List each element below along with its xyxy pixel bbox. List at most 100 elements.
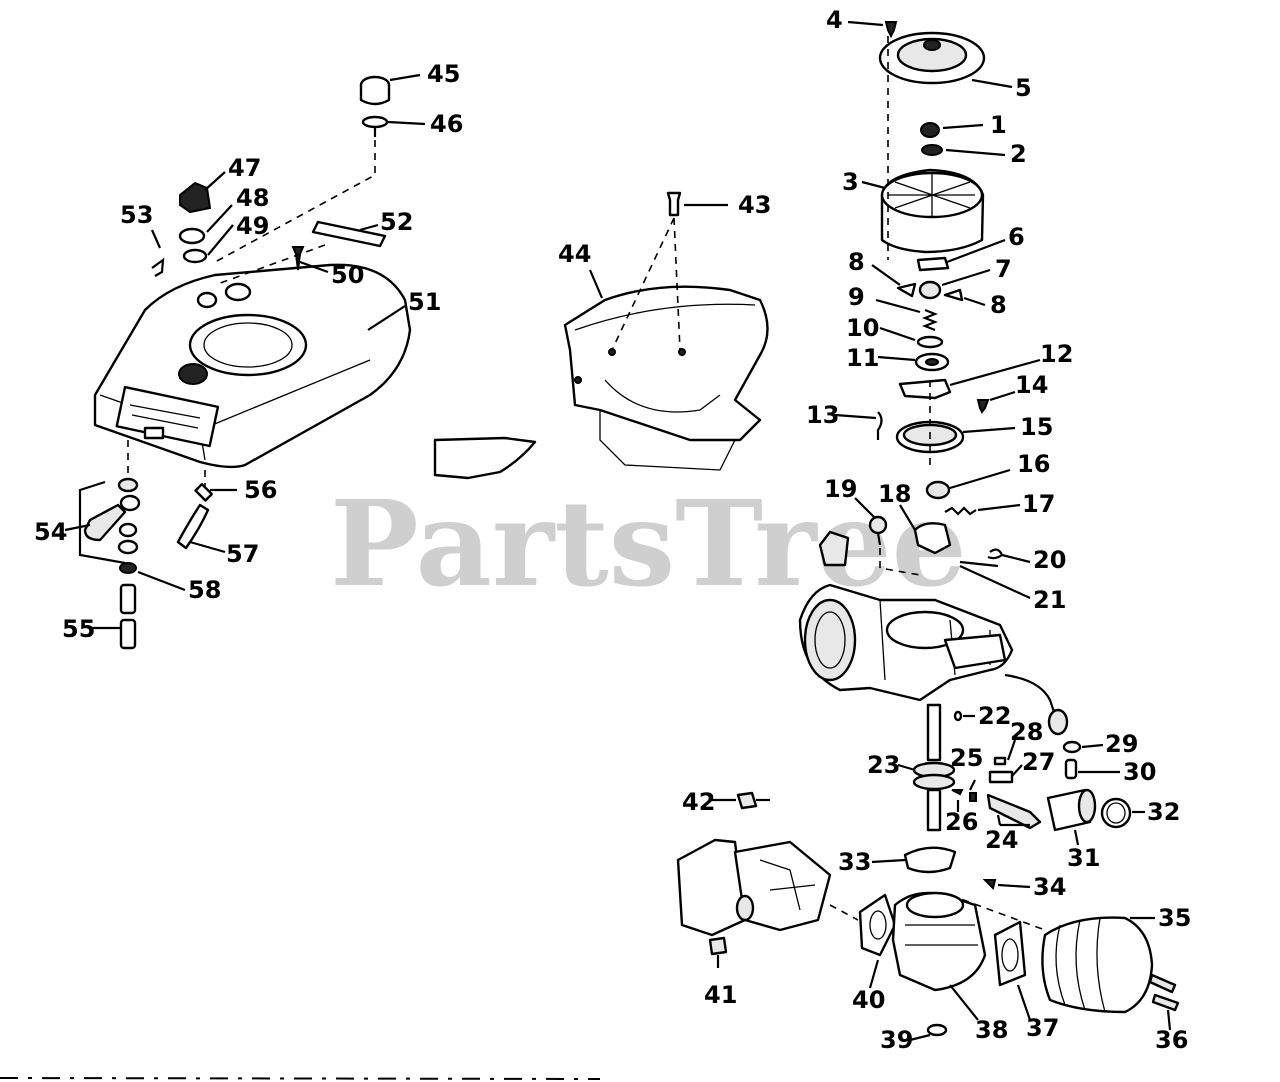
- blower-housing-group: [433, 191, 769, 480]
- leader-lines: [64, 20, 1172, 1042]
- callout-25: 25: [950, 744, 983, 772]
- retainer-screw-part[interactable]: [951, 789, 964, 796]
- retaining-clip-part[interactable]: [151, 257, 165, 277]
- flywheel-washer-part[interactable]: [921, 144, 943, 156]
- pawl-hub-part[interactable]: [918, 280, 942, 300]
- callout-34: 34: [1033, 873, 1066, 901]
- callout-9: 9: [848, 283, 865, 311]
- tension-spring-part[interactable]: [944, 506, 977, 516]
- flywheel-nut-part[interactable]: [920, 122, 940, 138]
- ignition-module-part[interactable]: [818, 530, 850, 567]
- callout-50: 50: [331, 261, 364, 289]
- callout-18: 18: [878, 480, 911, 508]
- callout-46: 46: [430, 110, 463, 138]
- callout-27: 27: [1022, 748, 1055, 776]
- bearing-retainer-part[interactable]: [969, 792, 977, 802]
- brake-spring-part[interactable]: [876, 411, 883, 440]
- knob-disc-part[interactable]: [178, 227, 206, 245]
- callout-30: 30: [1123, 758, 1156, 786]
- wrist-pin-clip-part[interactable]: [993, 756, 1007, 766]
- callout-17: 17: [1022, 490, 1055, 518]
- choke-knob-part[interactable]: [179, 181, 212, 214]
- crankshaft-group: [912, 703, 1132, 832]
- intake-gasket-part[interactable]: [858, 893, 897, 957]
- spark-plug-boot-part[interactable]: [1047, 708, 1069, 736]
- callout-24: 24: [985, 826, 1018, 854]
- brake-plate-part[interactable]: [898, 378, 952, 400]
- callout-45: 45: [427, 60, 460, 88]
- callout-20: 20: [1033, 546, 1066, 574]
- piston-retaining-ring-part[interactable]: [1062, 740, 1082, 754]
- callout-4: 4: [826, 6, 843, 34]
- callout-8-right: 8: [990, 291, 1007, 319]
- callout-1: 1: [990, 111, 1007, 139]
- flywheel-key-part[interactable]: [916, 256, 950, 272]
- callout-5: 5: [1015, 74, 1032, 102]
- crankcase-group: [798, 530, 1069, 736]
- cowling-screw-part[interactable]: [291, 246, 305, 271]
- callout-23: 23: [867, 751, 900, 779]
- callout-16: 16: [1017, 450, 1050, 478]
- cowling-group: [78, 75, 412, 650]
- cam-plate-part[interactable]: [913, 522, 952, 555]
- connecting-rod-part[interactable]: [986, 793, 1042, 830]
- bushing-part[interactable]: [925, 480, 951, 500]
- callout-12: 12: [1040, 340, 1073, 368]
- primer-tube-part[interactable]: [119, 583, 137, 615]
- knob-washer-part[interactable]: [182, 248, 208, 264]
- callout-41: 41: [704, 981, 737, 1009]
- starter-pawl-left-part[interactable]: [896, 282, 917, 298]
- callout-10: 10: [846, 314, 879, 342]
- callout-56: 56: [244, 476, 277, 504]
- callout-49: 49: [236, 212, 269, 240]
- crankcase-gasket-part[interactable]: [903, 846, 957, 874]
- callout-52: 52: [380, 208, 413, 236]
- callout-6: 6: [1008, 223, 1025, 251]
- scan-edge-artifact: [0, 1077, 601, 1080]
- cam-screw-part[interactable]: [868, 515, 888, 535]
- callout-15: 15: [1020, 413, 1053, 441]
- crank-key-part[interactable]: [953, 710, 963, 722]
- callout-11: 11: [846, 344, 879, 372]
- exhaust-gasket-part[interactable]: [993, 920, 1027, 987]
- grommet-part[interactable]: [194, 483, 213, 502]
- link-clip-part[interactable]: [987, 548, 1004, 560]
- callout-21: 21: [1033, 586, 1066, 614]
- starter-stack-group: [868, 21, 1004, 568]
- pawl-spring-part[interactable]: [922, 308, 938, 332]
- primer-hose-part[interactable]: [176, 503, 210, 550]
- crankshaft-part[interactable]: [926, 703, 942, 762]
- callout-39: 39: [880, 1026, 913, 1054]
- parts-tree-watermark: PartsTree: [330, 474, 967, 613]
- cap-fastener-part[interactable]: [361, 115, 389, 129]
- blower-housing-part[interactable]: [563, 285, 769, 442]
- callout-22: 22: [978, 702, 1011, 730]
- callout-57: 57: [226, 540, 259, 568]
- carburetor-bolt-part[interactable]: [736, 791, 758, 810]
- filter-bolt-part[interactable]: [708, 936, 728, 956]
- callout-54: 54: [34, 518, 67, 546]
- cylinder-screw-part[interactable]: [982, 879, 997, 890]
- drain-cap-part[interactable]: [926, 1023, 948, 1037]
- plate-screw-part[interactable]: [976, 399, 990, 414]
- piston-pin-part[interactable]: [1064, 758, 1078, 780]
- callout-7: 7: [995, 255, 1012, 283]
- link-pin-part[interactable]: [959, 560, 999, 568]
- connecting-rod-cap-part[interactable]: [988, 770, 1014, 784]
- callout-51: 51: [408, 288, 441, 316]
- cylinder-part[interactable]: [891, 891, 987, 992]
- muffler-bolts-part[interactable]: [1148, 973, 1177, 994]
- callout-35: 35: [1158, 904, 1191, 932]
- callout-labels: 1 2 3 4 5 6 7 8 8 9 10 11 12 13 14 15 16…: [34, 6, 1191, 1054]
- callout-38: 38: [975, 1016, 1008, 1044]
- callout-42: 42: [682, 788, 715, 816]
- callout-32: 32: [1147, 798, 1180, 826]
- decal-strip-part[interactable]: [311, 220, 387, 248]
- housing-screw-part[interactable]: [666, 191, 682, 217]
- callout-48: 48: [236, 184, 269, 212]
- starter-screw-part[interactable]: [884, 21, 898, 39]
- thrust-washer-part[interactable]: [916, 335, 944, 349]
- primer-lever-part[interactable]: [83, 503, 127, 542]
- starter-pawl-right-part[interactable]: [943, 288, 964, 302]
